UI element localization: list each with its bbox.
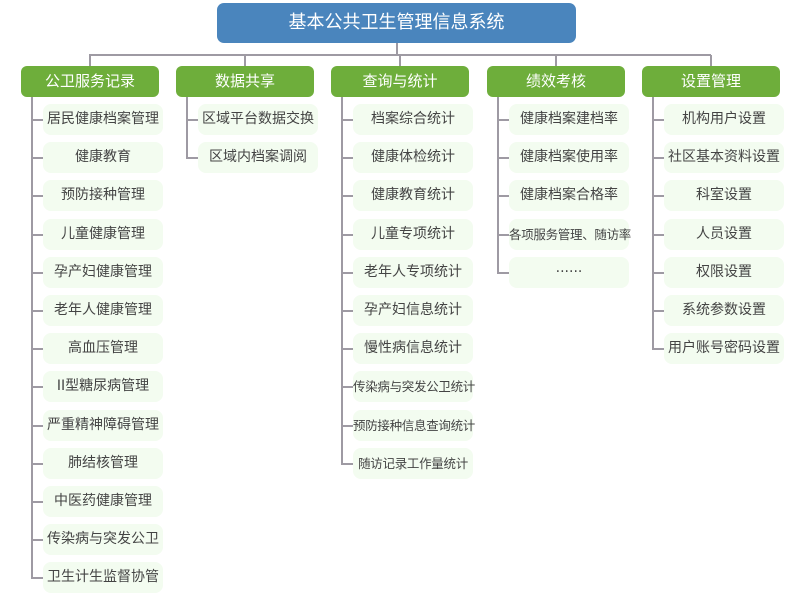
list-item[interactable]: 机构用户设置 [664, 104, 784, 135]
item-branch-line [186, 157, 198, 160]
item-branch-line [341, 195, 353, 198]
category-node[interactable]: 绩效考核 [487, 66, 625, 97]
list-item[interactable]: 预防接种信息查询统计 [353, 409, 475, 441]
category-node[interactable]: 数据共享 [176, 66, 314, 97]
item-branch-line [497, 157, 509, 160]
root-node-title: 基本公共卫生管理信息系统 [217, 3, 576, 43]
item-branch-line [31, 462, 43, 465]
root-connector-vertical [396, 43, 398, 55]
list-item[interactable]: 人员设置 [664, 218, 784, 250]
item-branch-line [652, 233, 664, 236]
item-branch-line [31, 271, 43, 274]
item-branch-line [652, 271, 664, 274]
item-branch-line [652, 348, 664, 351]
list-item[interactable]: 各项服务管理、随访率 [509, 218, 631, 250]
category-connector [555, 55, 557, 66]
item-branch-line [652, 310, 664, 312]
item-branch-line [652, 195, 664, 198]
list-item[interactable]: 系统参数设置 [664, 295, 784, 326]
list-item[interactable]: 儿童健康管理 [43, 218, 163, 250]
item-branch-line [31, 195, 43, 198]
category-trunk-line [31, 97, 33, 579]
list-item[interactable]: 居民健康档案管理 [43, 104, 163, 135]
item-branch-line [341, 424, 353, 427]
list-item[interactable]: 预防接种管理 [43, 180, 163, 212]
category-connector [89, 55, 91, 66]
list-item[interactable]: 健康档案建档率 [509, 104, 629, 135]
list-item[interactable]: 中医药健康管理 [43, 486, 163, 517]
item-branch-line [31, 424, 43, 427]
item-branch-line [31, 577, 43, 580]
list-item[interactable]: 健康档案使用率 [509, 142, 629, 174]
list-item[interactable]: 档案综合统计 [353, 104, 473, 135]
list-item[interactable]: 卫生计生监督协管 [43, 562, 163, 594]
list-item[interactable]: ······ [509, 256, 629, 288]
item-branch-line [652, 119, 664, 121]
item-branch-line [497, 271, 509, 274]
list-item[interactable]: 社区基本资料设置 [664, 142, 784, 174]
list-item[interactable]: 用户账号密码设置 [664, 333, 784, 365]
item-branch-line [497, 233, 509, 236]
list-item[interactable]: 随访记录工作量统计 [353, 447, 473, 479]
list-item[interactable]: II型糖尿病管理 [43, 371, 163, 403]
category-connector [244, 55, 246, 66]
item-branch-line [31, 157, 43, 160]
item-branch-line [31, 386, 43, 389]
list-item[interactable]: 权限设置 [664, 256, 784, 288]
list-item[interactable]: 区域内档案调阅 [198, 142, 318, 174]
item-branch-line [341, 157, 353, 160]
category-trunk-line [652, 97, 654, 350]
list-item[interactable]: 健康体检统计 [353, 142, 473, 174]
list-item[interactable]: 孕产妇健康管理 [43, 256, 163, 288]
item-branch-line [497, 119, 509, 121]
category-node[interactable]: 公卫服务记录 [21, 66, 159, 97]
list-item[interactable]: 严重精神障碍管理 [43, 409, 163, 441]
list-item[interactable]: 老年人健康管理 [43, 295, 163, 326]
item-branch-line [341, 310, 353, 312]
list-item[interactable]: 健康教育统计 [353, 180, 473, 212]
item-branch-line [31, 119, 43, 121]
item-branch-line [652, 157, 664, 160]
list-item[interactable]: 肺结核管理 [43, 447, 163, 479]
item-branch-line [341, 462, 353, 465]
item-branch-line [186, 119, 198, 121]
list-item[interactable]: 孕产妇信息统计 [353, 295, 473, 326]
item-branch-line [341, 119, 353, 121]
category-connector [710, 55, 712, 66]
list-item[interactable]: 科室设置 [664, 180, 784, 212]
list-item[interactable]: 区域平台数据交换 [198, 104, 318, 135]
list-item[interactable]: 传染病与突发公卫 [43, 524, 163, 556]
category-node[interactable]: 设置管理 [642, 66, 780, 97]
list-item[interactable]: 传染病与突发公卫统计 [353, 371, 475, 403]
item-branch-line [31, 233, 43, 236]
category-node[interactable]: 查询与统计 [331, 66, 469, 97]
category-trunk-line [497, 97, 499, 273]
item-branch-line [31, 310, 43, 312]
item-branch-line [341, 271, 353, 274]
category-trunk-line [186, 97, 188, 159]
list-item[interactable]: 健康教育 [43, 142, 163, 174]
list-item[interactable]: 慢性病信息统计 [353, 333, 473, 365]
item-branch-line [341, 233, 353, 236]
item-branch-line [341, 386, 353, 389]
category-trunk-line [341, 97, 343, 464]
item-branch-line [31, 501, 43, 503]
item-branch-line [341, 348, 353, 351]
list-item[interactable]: 高血压管理 [43, 333, 163, 365]
item-branch-line [497, 195, 509, 198]
item-branch-line [31, 348, 43, 351]
list-item[interactable]: 健康档案合格率 [509, 180, 629, 212]
list-item[interactable]: 老年人专项统计 [353, 256, 473, 288]
category-connector [399, 55, 401, 66]
list-item[interactable]: 儿童专项统计 [353, 218, 473, 250]
item-branch-line [31, 539, 43, 542]
